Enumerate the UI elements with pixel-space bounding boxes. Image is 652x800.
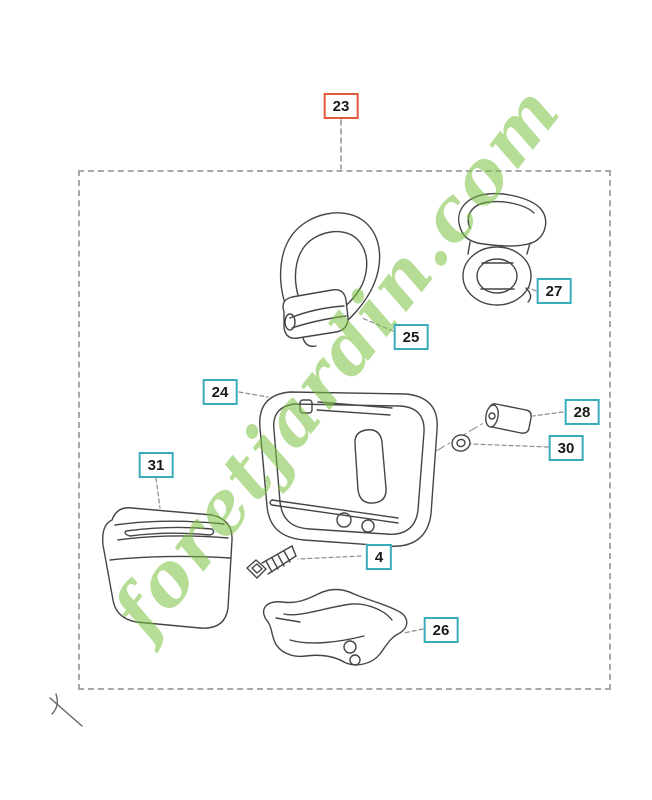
part-label-30[interactable]: 30 xyxy=(548,435,584,461)
axis-centerline xyxy=(403,420,488,471)
leader-lines xyxy=(155,283,564,634)
diagram-boundary-frame xyxy=(78,170,611,690)
part-24-housing-drawing xyxy=(259,391,438,547)
cropped-artifact-line xyxy=(49,693,83,727)
part-31-cover-drawing xyxy=(102,507,233,629)
part-label-24[interactable]: 24 xyxy=(202,379,238,405)
part-25-hanger-drawing xyxy=(279,212,381,348)
part-label-26[interactable]: 26 xyxy=(423,617,459,643)
part-26-guard-drawing xyxy=(263,588,408,666)
part-30-washer-drawing xyxy=(451,434,471,452)
part-28-cylinder-drawing xyxy=(485,403,532,434)
part-label-28[interactable]: 28 xyxy=(564,399,600,425)
part-label-27[interactable]: 27 xyxy=(536,278,572,304)
part-label-4[interactable]: 4 xyxy=(365,544,393,570)
part-label-25[interactable]: 25 xyxy=(393,324,429,350)
part-27-cap-drawing xyxy=(458,192,547,306)
part-label-23[interactable]: 23 xyxy=(323,93,359,119)
part-4-screw-drawing xyxy=(246,545,297,579)
part-label-31[interactable]: 31 xyxy=(138,452,174,478)
